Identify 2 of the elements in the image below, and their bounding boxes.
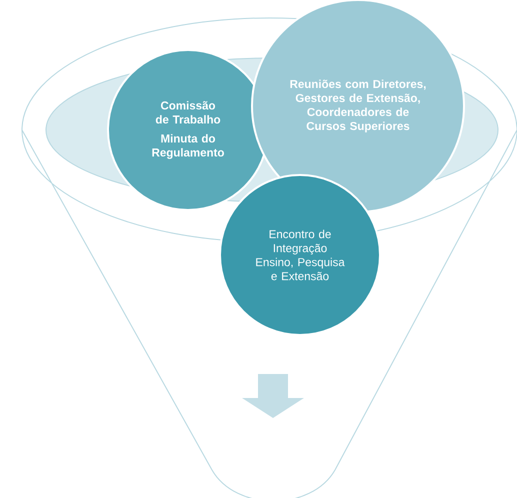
circle-node: Comissão de Trabalho Minuta do Regulamento: [107, 49, 269, 211]
circle-node: Encontro de Integração Ensino, Pesquisa e Extensão: [219, 174, 381, 336]
